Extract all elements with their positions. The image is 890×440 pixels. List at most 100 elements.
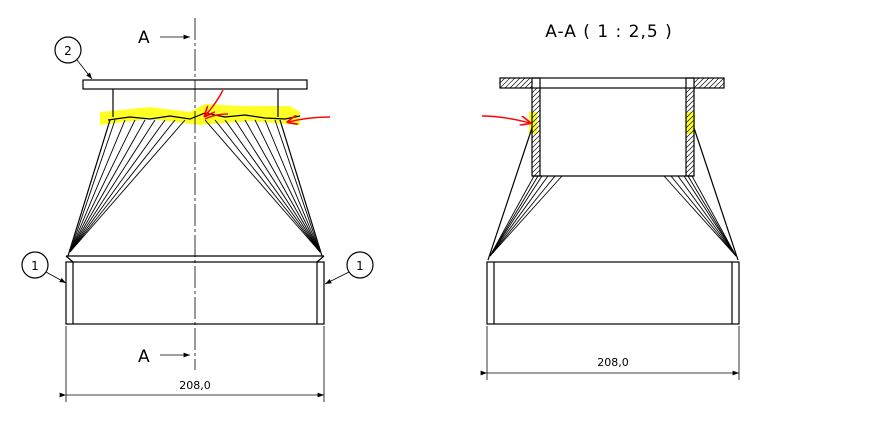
hatch-line-0: [514, 77, 526, 89]
hatch-line-2: [531, 99, 541, 109]
hatch-line-0: [509, 77, 521, 89]
base-chamfer-right: [316, 255, 325, 263]
fan-line-right-1: [214, 119, 321, 253]
section-fan-line-left-5: [489, 175, 563, 257]
hatch-line-2: [531, 164, 541, 174]
section-highlight-right: [686, 112, 695, 134]
section-hatching: [499, 77, 725, 177]
hatch-line-3: [685, 94, 695, 104]
base-chamfer-left: [65, 255, 74, 263]
dim-text-front: 208,0: [179, 379, 211, 392]
hatch-line-3: [685, 99, 695, 109]
hatch-line-2: [531, 159, 541, 169]
section-fan-line-left-1: [489, 175, 539, 257]
hatch-line-1: [713, 77, 725, 89]
hatch-line-3: [685, 164, 695, 174]
balloon-1-left-number: 1: [31, 259, 39, 273]
hatch-line-3: [685, 139, 695, 149]
hatch-line-2: [531, 134, 541, 144]
front-view: A A 2 1 1 208,0: [21, 18, 374, 402]
red-markup-stroke-1: [204, 113, 229, 120]
balloon-1-right-number: 1: [356, 259, 364, 273]
section-fan-line-right-0: [663, 175, 737, 257]
hatch-line-2: [531, 154, 541, 164]
section-fan-right: [663, 175, 737, 257]
fan-line-right-4: [244, 119, 321, 253]
hatch-line-1: [693, 77, 705, 89]
section-view: A-A ( 1 : 2,5 ) 208,0: [480, 22, 740, 380]
balloon-1-right: [346, 251, 374, 279]
balloon-2-leader: [76, 59, 93, 80]
hatch-line-3: [685, 154, 695, 164]
hatch-line-2: [531, 119, 541, 129]
hatch-line-3: [685, 124, 695, 134]
balloon-2-number: 2: [64, 44, 72, 58]
hatch-line-2: [538, 174, 541, 177]
hatch-line-3: [685, 159, 695, 169]
hatch-line-3: [685, 109, 695, 119]
section-funnel-left: [487, 127, 533, 261]
section-fan-line-right-4: [687, 175, 737, 257]
fan-line-left-4: [69, 119, 156, 253]
hatch-line-2: [531, 104, 541, 114]
fan-line-left-3: [69, 119, 146, 253]
hatch-line-1: [703, 77, 715, 89]
fan-line-left-7: [69, 119, 186, 253]
hatch-line-3: [685, 89, 695, 99]
hatch-line-0: [529, 85, 533, 89]
funnel-outline-right: [279, 119, 323, 257]
section-fan-line-right-2: [677, 175, 737, 257]
section-fan-left: [489, 175, 563, 257]
fan-line-right-6: [264, 119, 321, 253]
hatch-line-2: [531, 129, 541, 139]
hatch-line-2: [531, 144, 541, 154]
hatch-line-0: [519, 77, 531, 89]
hatch-line-3: [685, 134, 695, 144]
hatch-line-3: [685, 104, 695, 114]
hatch-line-0: [499, 77, 511, 89]
fan-line-right-0: [204, 119, 321, 253]
hatch-line-2: [533, 169, 541, 177]
balloon-1-left: [21, 251, 49, 279]
hatch-line-3: [685, 149, 695, 159]
funnel-outline-left: [67, 119, 111, 257]
hatch-line-2: [531, 94, 541, 104]
fan-line-right-3: [234, 119, 321, 253]
fan-line-right-7: [274, 119, 321, 253]
hatch-line-1: [718, 82, 725, 89]
hatch-line-2: [531, 139, 541, 149]
section-fan-line-right-5: [691, 175, 737, 257]
hatch-line-0: [524, 80, 533, 89]
fan-lines-right: [204, 119, 321, 253]
balloon-1-left-leader: [45, 271, 67, 284]
hatch-line-0: [499, 77, 506, 84]
hatch-line-1: [698, 77, 710, 89]
section-fan-line-left-2: [489, 175, 543, 257]
hatch-line-3: [685, 119, 695, 129]
section-funnel-right: [693, 127, 739, 261]
hatch-line-1: [693, 77, 700, 84]
hatch-line-3: [687, 169, 695, 177]
red-markup-arrow-1: [205, 89, 224, 116]
dim-text-section: 208,0: [597, 356, 629, 369]
hatch-line-2: [531, 124, 541, 134]
hatch-line-2: [531, 114, 541, 124]
fan-line-left-1: [69, 119, 126, 253]
section-fan-line-left-3: [489, 175, 549, 257]
section-base: [486, 261, 740, 325]
hatch-line-3: [685, 87, 692, 94]
hatch-line-3: [685, 144, 695, 154]
section-fan-line-right-3: [683, 175, 737, 257]
balloon-2: [54, 36, 82, 64]
hatch-line-2: [531, 89, 541, 99]
red-markup-arrow-3: [481, 115, 530, 123]
hatch-line-3: [685, 114, 695, 124]
section-label-top: A: [138, 28, 150, 48]
fan-line-left-0: [69, 119, 116, 253]
fan-line-right-2: [224, 119, 321, 253]
section-highlight-left: [529, 112, 537, 134]
section-title: A-A ( 1 : 2,5 ): [545, 22, 673, 42]
hatch-line-2: [531, 87, 538, 94]
hatch-line-3: [685, 129, 695, 139]
